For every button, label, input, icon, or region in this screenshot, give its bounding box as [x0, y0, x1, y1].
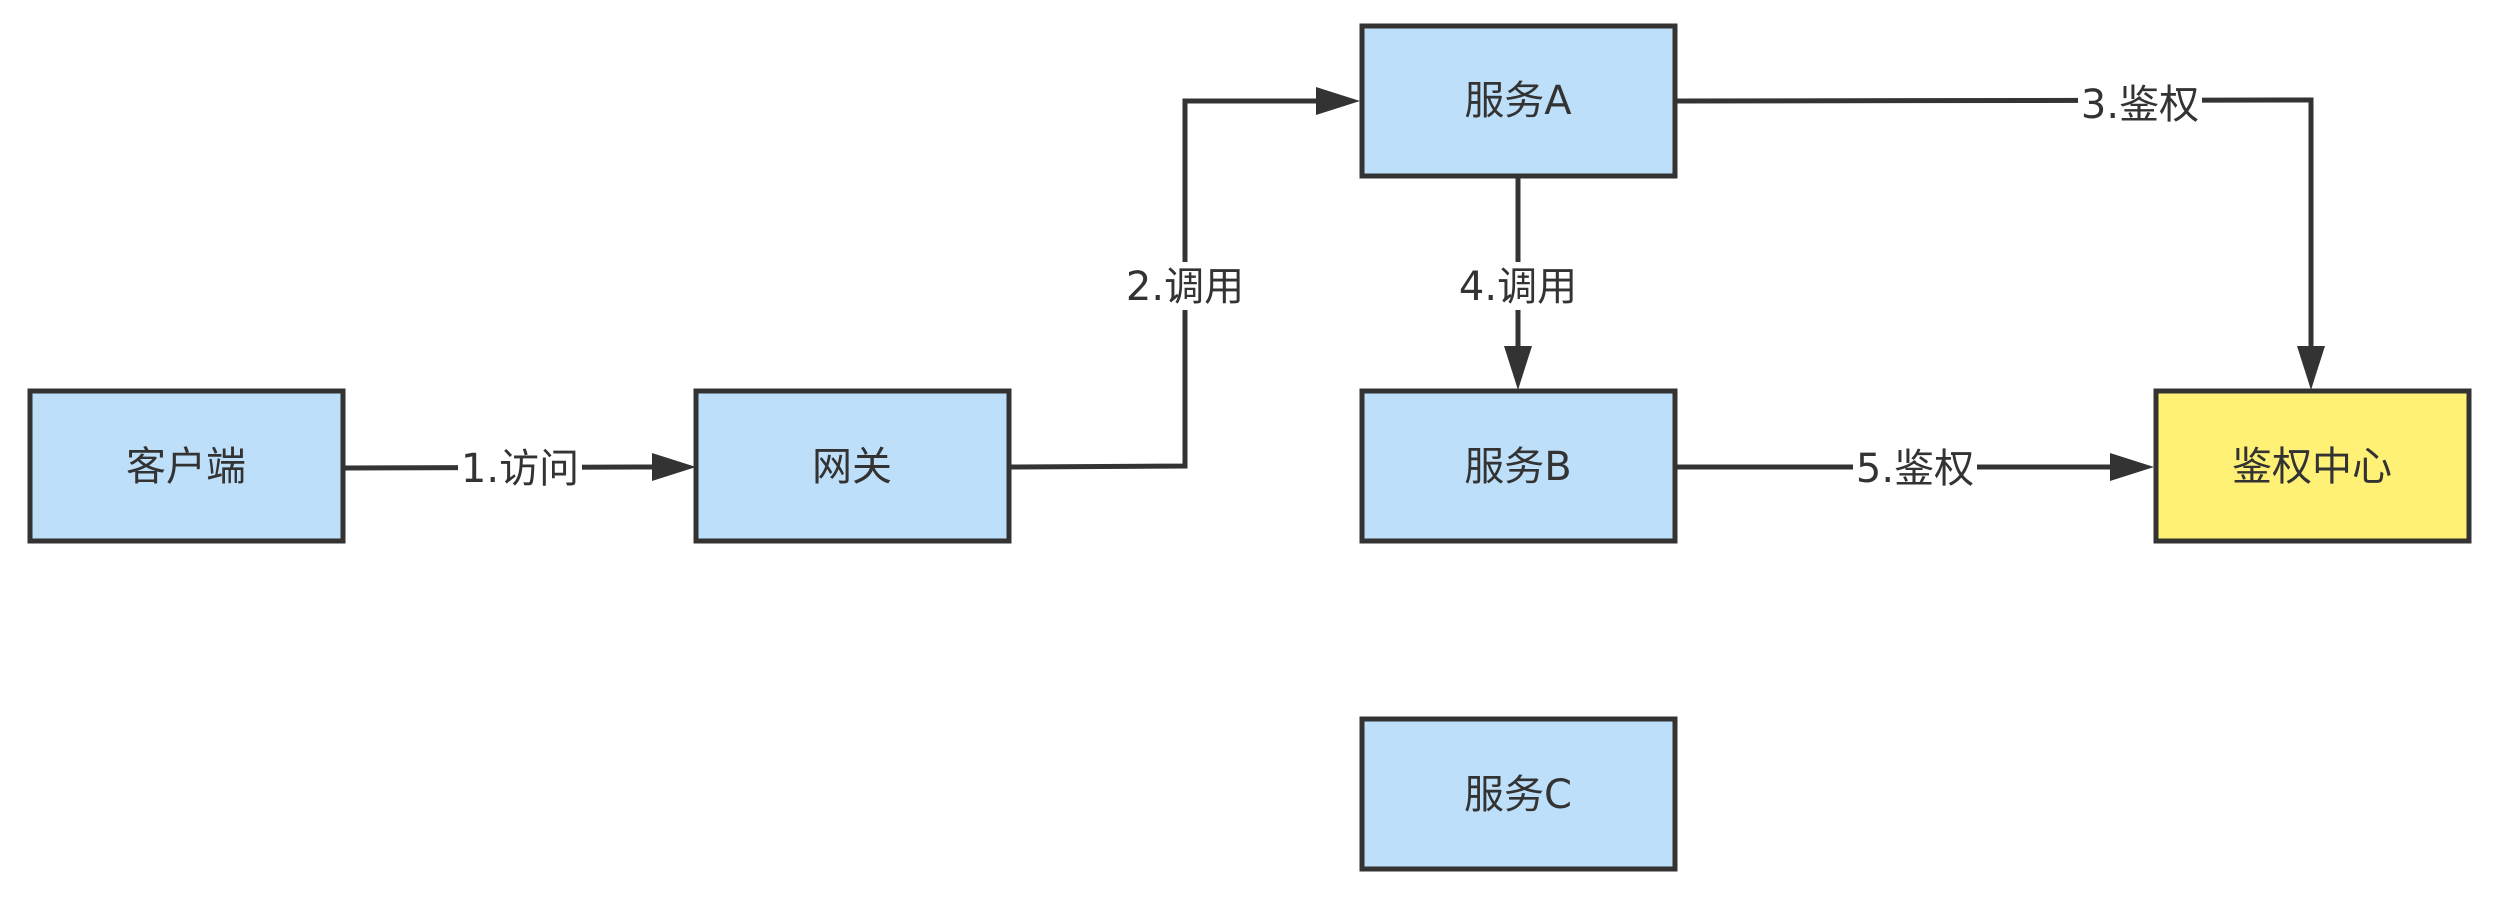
- edge-visit-arrowhead: [652, 453, 696, 481]
- edge-call-b-label: 4.调用: [1459, 264, 1577, 310]
- edge-auth-a-label: 3.鉴权: [2081, 82, 2199, 128]
- edge-call-a-arrowhead: [1316, 87, 1360, 115]
- edge-visit: 1.访问: [343, 444, 696, 492]
- node-service-b-label: 服务B: [1464, 444, 1571, 490]
- edge-auth-a: 3.鉴权: [1675, 81, 2325, 390]
- nodes: 客户端 网关 服务A 服务B 服务C 鉴权中心: [27, 23, 2472, 872]
- edge-call-a: 2.调用: [1010, 87, 1360, 470]
- edge-auth-b: 5.鉴权: [1676, 444, 2154, 492]
- node-gateway-label: 网关: [812, 444, 892, 490]
- edge-visit-label: 1.访问: [461, 446, 579, 492]
- node-service-b-box: [1359, 388, 1678, 544]
- node-auth-center[interactable]: 鉴权中心: [2153, 388, 2472, 544]
- edge-call-a-label: 2.调用: [1126, 264, 1244, 310]
- edges: 1.访问 2.调用 3.鉴权 4.调用 5.鉴权: [343, 81, 2325, 492]
- node-service-a-label: 服务A: [1464, 78, 1572, 124]
- node-auth-center-box: [2153, 388, 2472, 544]
- edge-call-b-arrowhead: [1504, 346, 1532, 390]
- node-client-label: 客户端: [126, 444, 246, 490]
- edge-auth-b-label: 5.鉴权: [1856, 446, 1974, 492]
- edge-call-b: 4.调用: [1456, 178, 1580, 390]
- node-gateway[interactable]: 网关: [693, 388, 1012, 544]
- node-service-c[interactable]: 服务C: [1359, 716, 1678, 872]
- node-service-c-box: [1359, 716, 1678, 872]
- node-service-c-label: 服务C: [1464, 772, 1572, 818]
- node-client[interactable]: 客户端: [27, 388, 346, 544]
- node-service-a[interactable]: 服务A: [1359, 23, 1678, 179]
- node-gateway-box: [693, 388, 1012, 544]
- node-client-box: [27, 388, 346, 544]
- edge-auth-b-arrowhead: [2110, 453, 2154, 481]
- edge-auth-a-arrowhead: [2297, 346, 2325, 390]
- node-service-b[interactable]: 服务B: [1359, 388, 1678, 544]
- node-auth-center-label: 鉴权中心: [2232, 444, 2392, 490]
- node-service-a-box: [1359, 23, 1678, 179]
- edge-auth-a-line: [1675, 97, 2314, 346]
